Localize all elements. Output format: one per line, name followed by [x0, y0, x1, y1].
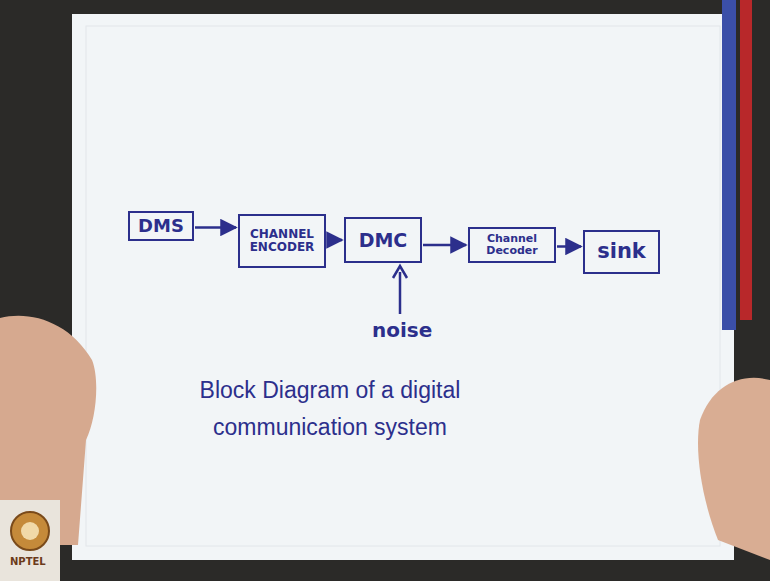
pen — [722, 0, 736, 330]
nptel-logo — [11, 512, 49, 550]
pen — [740, 0, 752, 320]
box-label: Channel Decoder — [486, 233, 537, 257]
right-hand — [698, 378, 770, 560]
paper-edge — [86, 26, 720, 546]
flow-arrow — [327, 239, 342, 242]
nptel-logo — [21, 522, 39, 540]
process-box: sink — [583, 230, 660, 274]
flow-arrow — [195, 226, 236, 229]
process-box: DMC — [344, 217, 422, 263]
noise-arrow — [399, 272, 402, 314]
process-box: DMS — [128, 211, 194, 241]
paper-sheet — [72, 14, 734, 560]
noise-arrowhead — [393, 266, 407, 278]
caption: Block Diagram of a digital communication… — [170, 372, 490, 446]
noise-label: noise — [372, 318, 432, 342]
logo-ground — [0, 500, 60, 581]
flow-arrow — [423, 244, 466, 247]
box-label: sink — [597, 240, 646, 263]
flow-arrow — [557, 245, 581, 248]
box-label: DMS — [138, 216, 184, 236]
process-box: CHANNEL ENCODER — [238, 214, 326, 268]
box-label: CHANNEL ENCODER — [250, 228, 315, 254]
box-label: DMC — [359, 230, 408, 251]
watermark: NPTEL — [10, 556, 46, 567]
process-box: Channel Decoder — [468, 227, 556, 263]
